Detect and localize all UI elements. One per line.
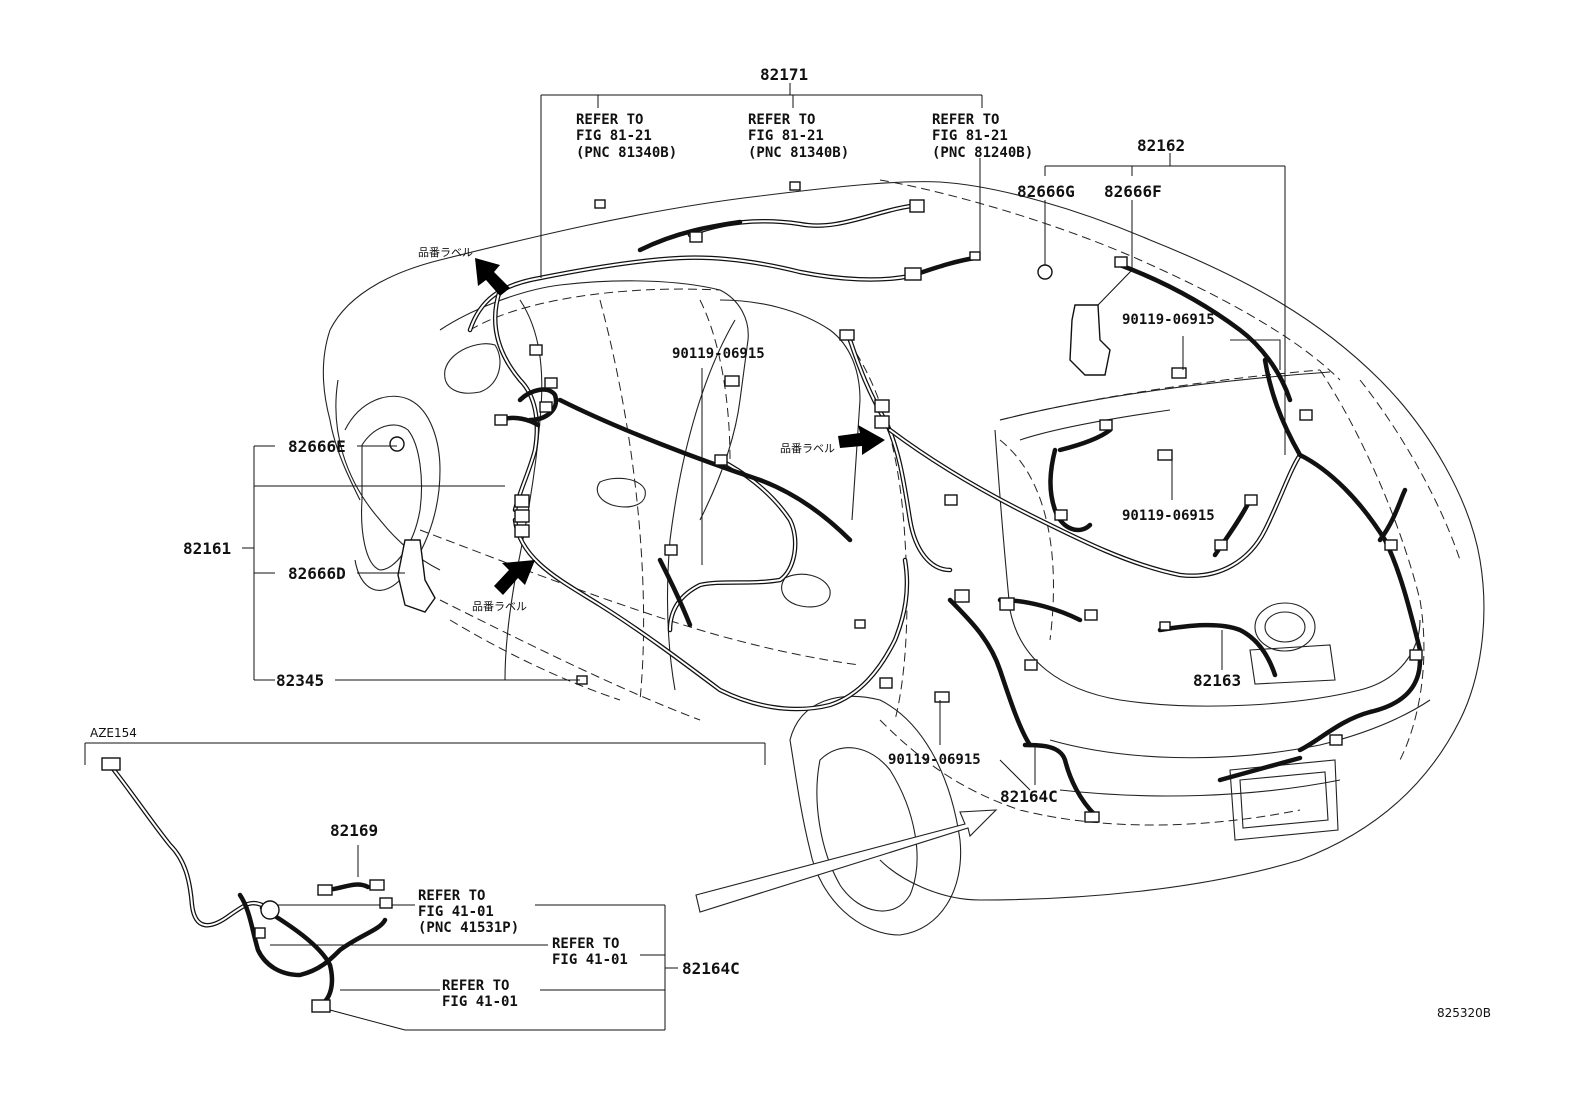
refer-note-1: REFER TO FIG 81-21 (PNC 81340B) [576, 112, 677, 161]
part-labels: 82171 82162 82666G 82666F 90119-06915 90… [90, 65, 1491, 1020]
label-90119-lower: 90119-06915 [888, 752, 981, 768]
part-label-jp-1: 品番ラベル [418, 246, 473, 259]
label-arrows: 品番ラベル 品番ラベル 品番ラベル [418, 246, 885, 613]
bracket-82666F [1069, 304, 1111, 376]
label-90119-right: 90119-06915 [1122, 508, 1215, 524]
detail-harness-82164C [101, 757, 393, 1013]
refer-note-2: REFER TO FIG 81-21 (PNC 81340B) [748, 112, 849, 161]
wire-harnesses [467, 202, 1423, 818]
clip-82666G [1037, 264, 1053, 280]
brackets-and-bolts [389, 264, 1187, 703]
label-82666G: 82666G [1017, 182, 1075, 201]
refer-note-4: REFER TO FIG 41-01 (PNC 41531P) [418, 888, 519, 936]
refer-notes: REFER TO FIG 81-21 (PNC 81340B) REFER TO… [418, 112, 1033, 1010]
label-82666F: 82666F [1104, 182, 1162, 201]
arrow-icon [838, 425, 885, 455]
connectors [494, 181, 1423, 823]
leader-lines [84, 83, 1286, 1031]
label-82164C-main: 82164C [1000, 787, 1058, 806]
label-82162: 82162 [1137, 136, 1185, 155]
label-82161: 82161 [183, 539, 231, 558]
label-82169: 82169 [330, 821, 378, 840]
label-90119-upper-right: 90119-06915 [1122, 312, 1215, 328]
part-label-jp-2: 品番ラベル [780, 442, 835, 455]
arrow-icon [475, 258, 510, 296]
refer-note-5: REFER TO FIG 41-01 [552, 936, 628, 968]
bracket-82666D [397, 539, 436, 613]
refer-note-3: REFER TO FIG 81-21 (PNC 81240B) [932, 112, 1033, 161]
label-82164C-detail: 82164C [682, 959, 740, 978]
clip-82666E [389, 436, 405, 452]
refer-note-6: REFER TO FIG 41-01 [442, 978, 518, 1010]
vehicle-body-outline [322, 179, 1485, 936]
detail-arrow [695, 809, 998, 913]
part-label-jp-3: 品番ラベル [472, 600, 527, 613]
label-90119-center: 90119-06915 [672, 346, 765, 362]
arrow-icon [494, 560, 535, 595]
label-82666D: 82666D [288, 564, 346, 583]
label-figure-code: 825320B [1437, 1006, 1491, 1020]
label-82666E: 82666E [288, 437, 346, 456]
bolt-icon [724, 367, 1187, 703]
label-variant: AZE154 [90, 726, 137, 740]
label-82171: 82171 [760, 65, 808, 84]
label-82345: 82345 [276, 671, 324, 690]
label-82163: 82163 [1193, 671, 1241, 690]
